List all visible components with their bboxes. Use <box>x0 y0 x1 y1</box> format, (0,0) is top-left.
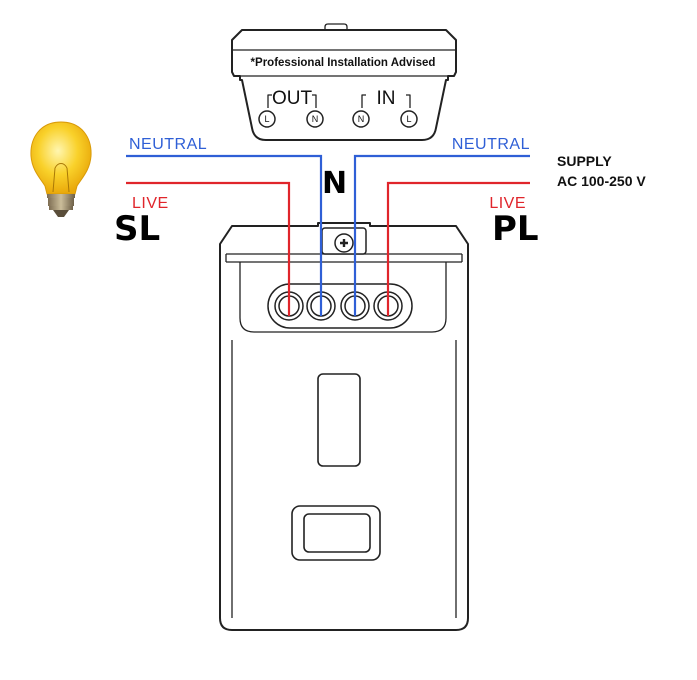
svg-text:L: L <box>406 114 411 124</box>
live-wire-right <box>386 181 530 316</box>
light-bulb-icon <box>30 121 92 217</box>
out-terminal-label: OUT <box>272 88 313 109</box>
handwritten-n-label: N <box>322 166 347 201</box>
installation-notice: *Professional Installation Advised <box>251 57 436 69</box>
terminal-in-n: N <box>352 110 370 128</box>
neutral-wire-right <box>353 154 530 316</box>
live-label-right: LIVE <box>489 195 526 212</box>
handwritten-sl-label: SL <box>114 209 160 249</box>
neutral-label-right: NEUTRAL <box>452 136 530 153</box>
terminal-out-n: N <box>306 110 324 128</box>
in-terminal-label: IN <box>377 88 396 109</box>
live-wire-left <box>126 181 291 316</box>
svg-text:N: N <box>312 114 319 124</box>
neutral-wire-left <box>126 154 323 316</box>
screw-icon <box>321 227 367 255</box>
terminal-in-l: L <box>400 110 418 128</box>
svg-text:N: N <box>358 114 365 124</box>
supply-label: SUPPLY <box>557 153 612 169</box>
handwritten-pl-label: PL <box>492 209 539 249</box>
terminal-housing <box>231 23 457 141</box>
neutral-label-left: NEUTRAL <box>129 136 207 153</box>
body-button <box>291 505 381 561</box>
terminal-out-l: L <box>258 110 276 128</box>
live-label-left: LIVE <box>132 195 169 212</box>
body-slot <box>317 373 361 467</box>
supply-voltage-label: AC 100-250 V <box>557 173 646 189</box>
svg-text:L: L <box>264 114 269 124</box>
